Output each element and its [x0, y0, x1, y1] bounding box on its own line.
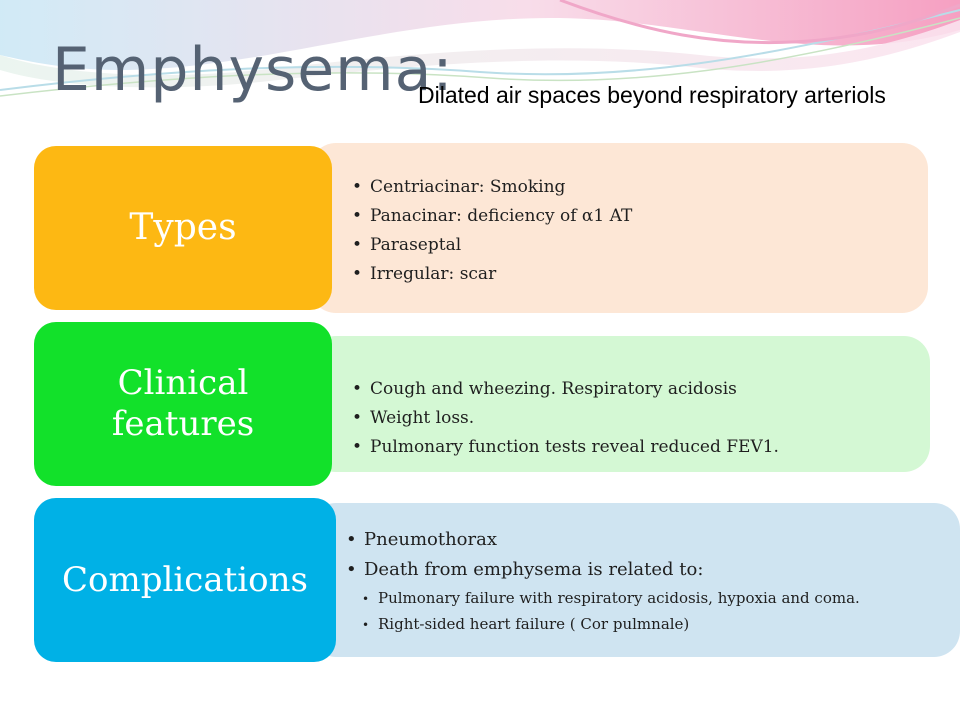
- types-heading: Types: [129, 207, 237, 249]
- complications-list: Pneumothorax Death from emphysema is rel…: [344, 525, 860, 638]
- list-item: Irregular: scar: [350, 260, 632, 289]
- clinical-features-list: Cough and wheezing. Respiratory acidosis…: [350, 375, 779, 462]
- slide-subtitle: Dilated air spaces beyond respiratory ar…: [418, 82, 886, 108]
- list-item: Panacinar: deficiency of α1 AT: [350, 202, 632, 231]
- clinical-features-tile: Clinical features: [34, 322, 332, 486]
- header-swoosh-decoration: [0, 0, 960, 97]
- complications-heading: Complications: [62, 559, 308, 600]
- list-item: Paraseptal: [350, 231, 632, 260]
- slide-title: Emphysema:: [52, 35, 454, 105]
- clinical-features-panel: Cough and wheezing. Respiratory acidosis…: [310, 336, 930, 472]
- types-list: Centriacinar: Smoking Panacinar: deficie…: [350, 173, 632, 289]
- sub-list-item: Right-sided heart failure ( Cor pulmnale…: [344, 611, 860, 638]
- complications-panel: Pneumothorax Death from emphysema is rel…: [310, 503, 960, 657]
- list-item: Death from emphysema is related to:: [344, 555, 860, 585]
- clinical-features-heading: Clinical features: [111, 363, 255, 444]
- list-item: Cough and wheezing. Respiratory acidosis: [350, 375, 779, 404]
- complications-tile: Complications: [34, 498, 336, 662]
- types-tile: Types: [34, 146, 332, 310]
- list-item: Weight loss.: [350, 404, 779, 433]
- list-item: Pulmonary function tests reveal reduced …: [350, 433, 779, 462]
- list-item: Pneumothorax: [344, 525, 860, 555]
- sub-list-item: Pulmonary failure with respiratory acido…: [344, 585, 860, 612]
- types-panel: Centriacinar: Smoking Panacinar: deficie…: [310, 143, 928, 313]
- list-item: Centriacinar: Smoking: [350, 173, 632, 202]
